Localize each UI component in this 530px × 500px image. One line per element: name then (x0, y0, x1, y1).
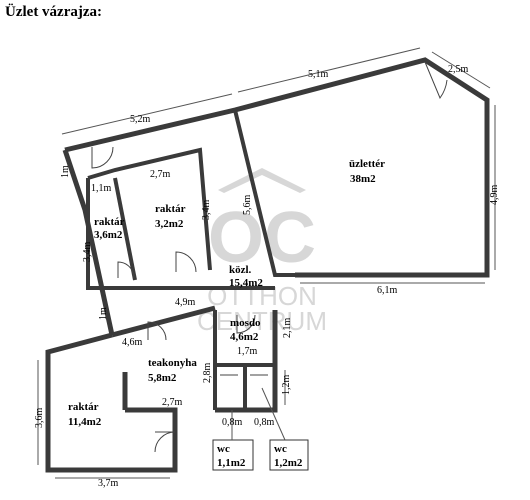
door-arc-icon (147, 321, 167, 341)
watermark-brand: OC (208, 198, 316, 278)
door-arc-icon (91, 146, 114, 169)
page-heading: Üzlet vázrajza: (5, 4, 103, 20)
room-raktar-mid-area: 3,2m2 (155, 218, 184, 230)
dim-label: 2,7m (150, 169, 171, 180)
room-raktar-small-name: raktár (94, 216, 125, 228)
room-labels: üzlettér 38m2 raktár 3,6m2 raktár 3,2m2 … (68, 158, 385, 469)
doors (91, 61, 448, 453)
room-mosdo-area: 4,6m2 (230, 331, 259, 343)
dim-label: 2,7m (162, 397, 183, 408)
wc1-box (212, 439, 254, 471)
room-wc1-name: wc (217, 443, 230, 455)
watermark-logo: OC OTTHON CENTRUM (197, 168, 327, 336)
dim-label: 5,1m (308, 69, 329, 80)
wc2-box (269, 439, 309, 471)
dim-label: 1,2m (281, 375, 292, 396)
dim-label: 0,8m (222, 417, 243, 428)
room-mosdo-name: mosdo (230, 317, 261, 329)
dim-label: 1,7m (237, 346, 258, 357)
dim-label: 1m (98, 307, 109, 320)
dimension-lines (37, 47, 496, 479)
dim-label: 1,1m (91, 183, 112, 194)
room-uzletter-name: üzlettér (349, 158, 385, 170)
dim-label: 6,1m (377, 285, 398, 296)
dim-label: 0,8m (254, 417, 275, 428)
dim-label: 2,8m (202, 363, 213, 384)
door-arc-icon (175, 251, 197, 273)
dim-label: 2,5m (448, 64, 469, 75)
room-raktar-mid-name: raktár (155, 203, 186, 215)
room-wc2-area: 1,2m2 (274, 457, 303, 469)
dim-label: 1m (60, 165, 71, 178)
door-arc-icon (424, 61, 448, 100)
door-arc-icon (154, 431, 176, 453)
dim-label: 5,2m (130, 114, 151, 125)
dim-label: 4,9m (489, 185, 500, 206)
room-wc2-name: wc (274, 443, 287, 455)
dim-label: 3,4m (201, 200, 212, 221)
dim-label: 2,1m (282, 318, 293, 339)
dim-label: 4,6m (122, 337, 143, 348)
dim-label: 3,6m (34, 408, 45, 429)
room-raktar-small-area: 3,6m2 (94, 229, 123, 241)
room-uzletter-area: 38m2 (350, 173, 376, 185)
room-kozl-area: 15,4m2 (229, 277, 263, 289)
dim-label: 5,6m (242, 195, 253, 216)
exterior-walls (45, 57, 490, 473)
interior-walls (86, 109, 295, 410)
dim-label: 3,7m (98, 478, 119, 489)
door-arc-icon (117, 261, 135, 279)
watermark-roof-icon (218, 168, 306, 193)
room-kozl-name: közl. (229, 264, 252, 276)
room-teakonyha-area: 5,8m2 (148, 372, 177, 384)
watermark-line2: CENTRUM (197, 306, 327, 336)
room-teakonyha-name: teakonyha (148, 357, 197, 369)
dim-label: 4,9m (175, 297, 196, 308)
room-wc1-area: 1,1m2 (217, 457, 246, 469)
room-raktar-big-area: 11,4m2 (68, 416, 102, 428)
door-arc-icon (236, 314, 256, 334)
room-raktar-big-name: raktár (68, 401, 99, 413)
dim-label: 3,4m (82, 242, 93, 263)
dimension-labels: 5,1m 2,5m 5,2m 1m 1,1m 2,7m 3,4m 5,6m 4,… (34, 64, 500, 489)
